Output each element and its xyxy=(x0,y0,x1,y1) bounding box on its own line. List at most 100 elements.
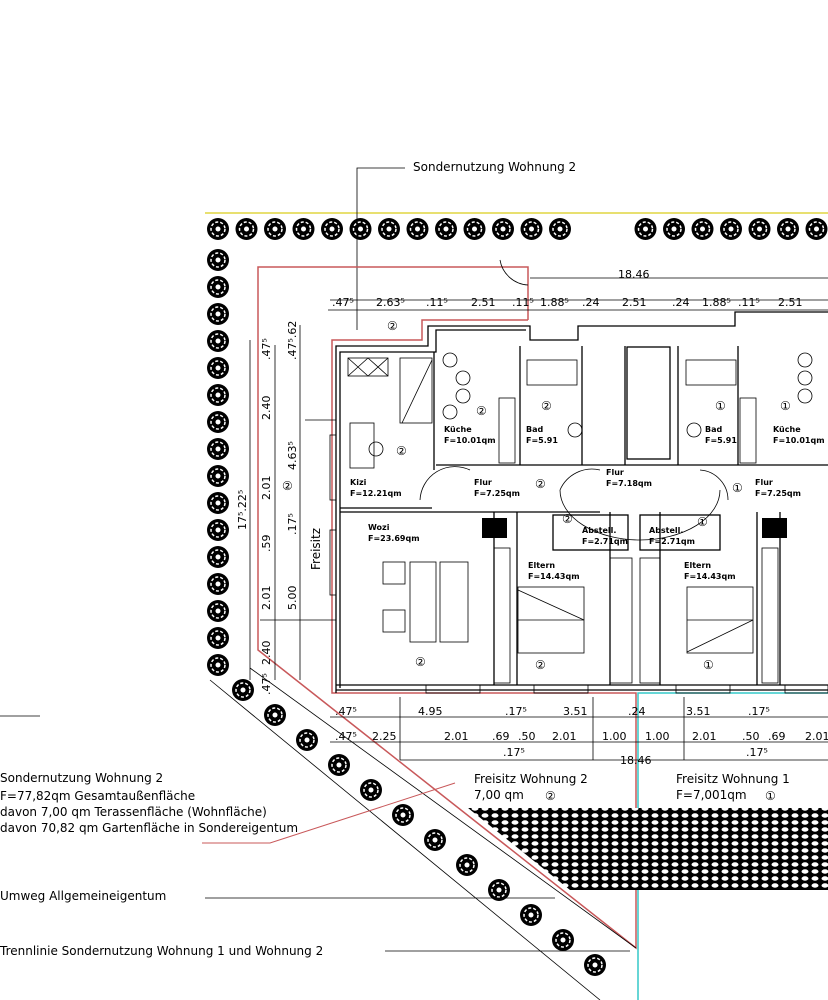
dim-label: 4.63⁵ xyxy=(286,441,299,470)
unit-number-mark: ① xyxy=(732,481,743,495)
tree-icon xyxy=(663,218,685,240)
tree-icon xyxy=(492,218,514,240)
tree-icon xyxy=(424,829,446,851)
dim-label: .24 xyxy=(628,705,646,718)
tree-icon xyxy=(435,218,457,240)
dims-left: 2.402.01.592.012.404.63⁵5.0017⁵.22⁵.47⁵.… xyxy=(236,321,299,695)
umweg-label: Umweg Allgemeineigentum xyxy=(0,889,166,903)
tree-icon xyxy=(463,218,486,240)
tree-icon xyxy=(691,218,714,240)
dim-label: .50 xyxy=(518,730,536,743)
dim-label: 2.01 xyxy=(692,730,717,743)
tree-icon xyxy=(207,627,229,649)
dim-label: 2.40 xyxy=(260,641,273,666)
dim-label: 2.51 xyxy=(622,296,647,309)
freisitz-side-label: Freisitz xyxy=(309,528,323,570)
dim-label: .69 xyxy=(492,730,510,743)
tree-icon xyxy=(232,679,254,701)
room-labels: KücheF=10.01qmBadF=5.91KiziF=12.21qmFlur… xyxy=(350,425,825,581)
room-area: F=10.01qm xyxy=(444,436,496,445)
unit-number-mark: ① xyxy=(780,399,791,413)
sondernutzung-garden: davon 70,82 qm Gartenfläche in Sondereig… xyxy=(0,821,298,835)
freisitz2-title: Freisitz Wohnung 2 xyxy=(474,772,588,786)
dim-label: 4.95 xyxy=(418,705,443,718)
room-name: Bad xyxy=(705,425,722,434)
unit-number-mark: ② xyxy=(415,655,426,669)
tree-icon xyxy=(207,303,229,325)
dim-label: .17⁵ xyxy=(505,705,527,718)
unit-number-mark: ② xyxy=(387,319,398,333)
tree-icon xyxy=(349,218,372,240)
tree-icon xyxy=(296,729,318,751)
dim-label: 1.00 xyxy=(602,730,627,743)
dim-label: 2.25 xyxy=(372,730,397,743)
tree-icon xyxy=(207,438,229,460)
room-name: Bad xyxy=(526,425,543,434)
dim-label: 2.01 xyxy=(552,730,577,743)
walkway-edge xyxy=(209,679,601,1000)
tree-icon xyxy=(520,218,543,240)
tree-icon xyxy=(207,249,229,271)
dim-label: 5.00 xyxy=(286,586,299,611)
dim-label: .24 xyxy=(672,296,690,309)
tree-icon xyxy=(378,218,400,240)
unit-number-mark: ② xyxy=(535,477,546,491)
freisitz1-area: F=7,001qm xyxy=(676,788,747,802)
dim-label: .11⁵ xyxy=(512,296,534,309)
tree-icon xyxy=(207,276,229,298)
trennlinie-label: Trennlinie Sondernutzung Wohnung 1 und W… xyxy=(0,944,323,958)
tree-icon xyxy=(456,854,478,876)
dimension-lines xyxy=(249,277,828,761)
building-walls xyxy=(260,259,828,694)
unit2-boundary xyxy=(257,266,637,950)
room-name: Eltern xyxy=(684,561,711,570)
tree-icon xyxy=(207,600,229,622)
room-area: F=7.18qm xyxy=(606,479,652,488)
dim-label: 2.51 xyxy=(778,296,803,309)
dim-label: 3.51 xyxy=(686,705,711,718)
room-name: Eltern xyxy=(528,561,555,570)
dim-label: .17⁵ xyxy=(748,705,770,718)
unit-number-mark: ② xyxy=(562,512,573,526)
sondernutzung-terrace: davon 7,00 qm Terassenfläche (Wohnfläche… xyxy=(0,805,267,819)
dim-label: 2.01 xyxy=(260,476,273,501)
dim-label: .59 xyxy=(260,535,273,553)
tree-icon xyxy=(235,218,258,240)
dim-label: 1.88⁵ xyxy=(702,296,731,309)
room-area: F=5.91 xyxy=(526,436,558,445)
room-name: Küche xyxy=(773,425,801,434)
tree-icon xyxy=(207,330,229,352)
tree-icon xyxy=(584,954,606,976)
sondernutzung-title: Sondernutzung Wohnung 2 xyxy=(0,771,163,785)
dim-label: 17⁵.22⁵ xyxy=(236,490,249,530)
room-name: Flur xyxy=(755,478,773,487)
room-name: Wozi xyxy=(368,523,390,532)
dim-label: 2.01 xyxy=(260,586,273,611)
dim-label: .17⁵ xyxy=(746,746,768,759)
room-area: F=7.25qm xyxy=(755,489,801,498)
tree-icon xyxy=(207,218,229,240)
freisitz2-area: 7,00 qm xyxy=(474,788,524,802)
unit-number-mark: ② xyxy=(535,658,546,672)
title-label: Sondernutzung Wohnung 2 xyxy=(413,160,576,174)
dim-label: 1.88⁵ xyxy=(540,296,569,309)
tree-icon xyxy=(207,519,229,541)
dim-label: 2.01 xyxy=(444,730,469,743)
tree-icon xyxy=(207,357,229,379)
dim-label: .11⁵ xyxy=(426,296,448,309)
dim-label: 1.00 xyxy=(645,730,670,743)
dim-label: 3.51 xyxy=(563,705,588,718)
room-area: F=10.01qm xyxy=(773,436,825,445)
tree-icon xyxy=(207,546,229,568)
tree-icon xyxy=(520,904,542,926)
dim-label: .69 xyxy=(768,730,786,743)
tree-icon xyxy=(264,218,286,240)
dim-label: 2.40 xyxy=(260,396,273,421)
unit-number-mark: ① xyxy=(697,515,708,529)
gravel-area xyxy=(468,808,828,890)
tree-icon xyxy=(552,929,574,951)
tree-icon xyxy=(321,218,343,240)
freisitz1-title: Freisitz Wohnung 1 xyxy=(676,772,790,786)
dim-total-top: 18.46 xyxy=(618,268,650,281)
